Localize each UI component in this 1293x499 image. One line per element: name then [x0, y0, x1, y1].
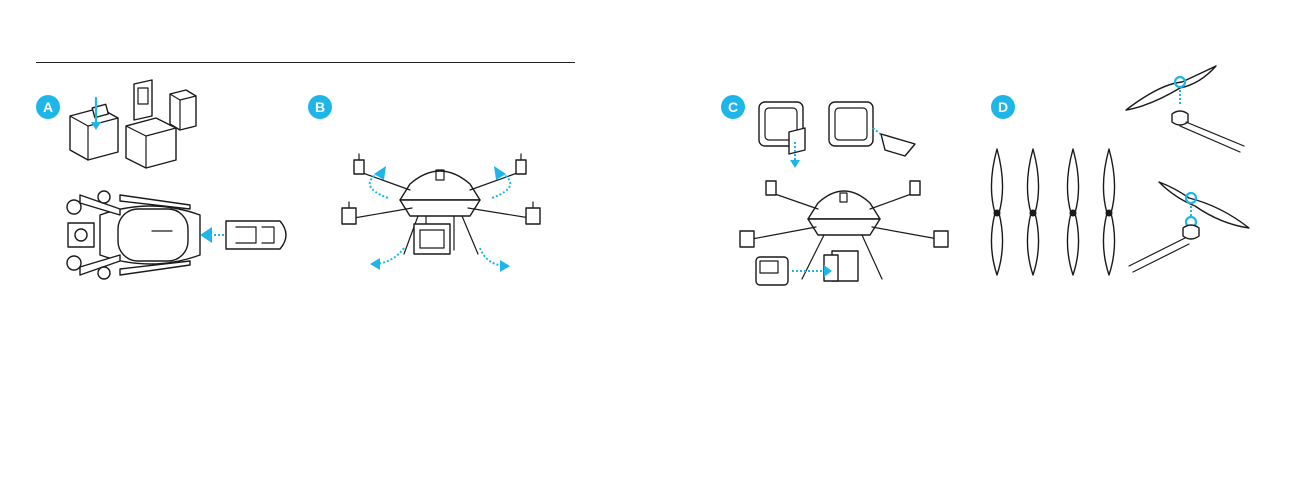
camera-mount-gimbal-illustration — [732, 175, 957, 290]
section-divider — [36, 62, 575, 63]
propeller-attach-top-illustration — [1120, 62, 1250, 152]
step-b-badge: B — [308, 95, 332, 119]
drone-unfold-arms-illustration — [330, 150, 560, 280]
four-propellers-illustration — [985, 145, 1125, 280]
drone-battery-insert-illustration — [60, 185, 305, 285]
step-c-badge: C — [721, 95, 745, 119]
step-a-badge: A — [36, 95, 60, 119]
camera-battery-insert-illustration — [60, 80, 210, 170]
propeller-attach-bottom-illustration — [1125, 178, 1255, 278]
step-d-badge: D — [991, 95, 1015, 119]
camera-door-removal-illustration — [755, 98, 925, 170]
